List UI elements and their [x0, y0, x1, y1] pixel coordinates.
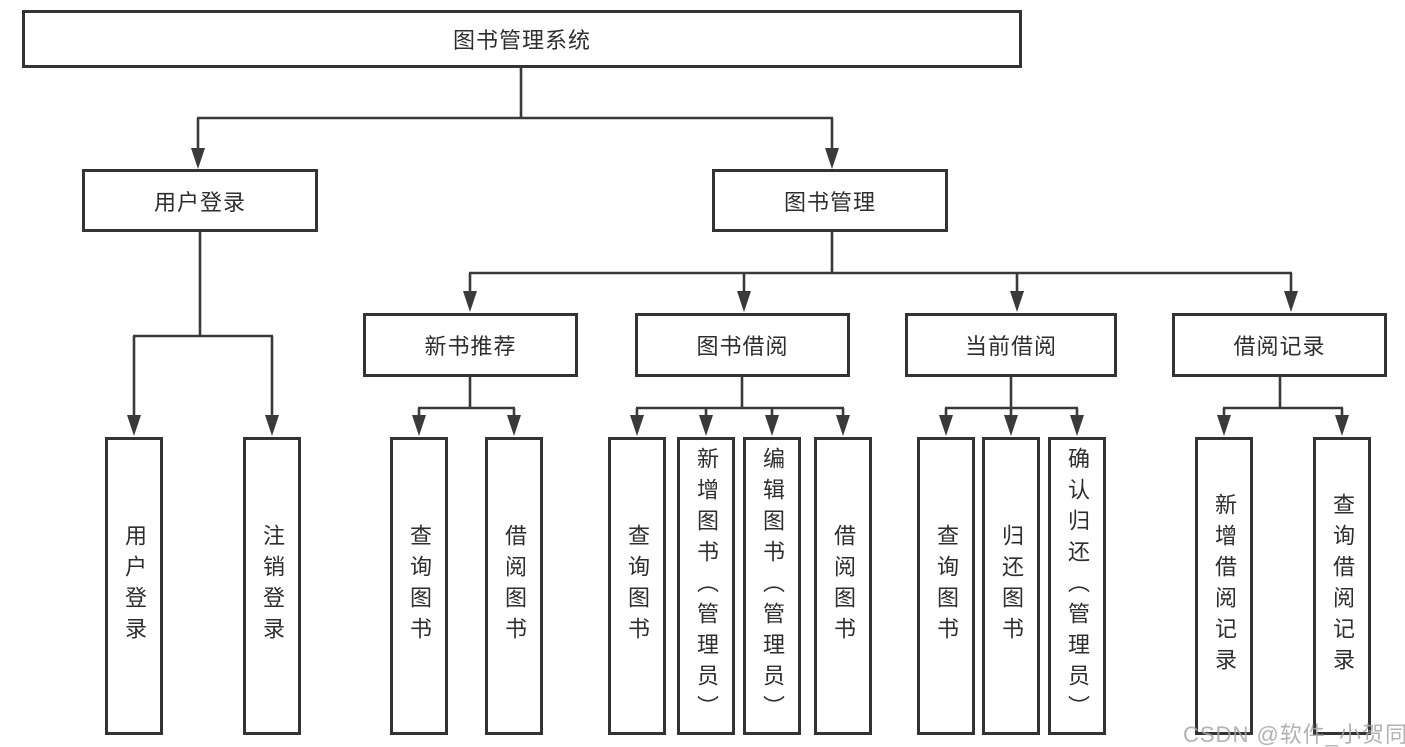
leaf-current-return-books-label: 归还图书: [999, 524, 1024, 648]
leaf-recommend-query-books-label: 查询图书: [407, 524, 432, 648]
leaf-borrowing-add-books-admin: 新增图书（管理员）: [677, 437, 735, 735]
node-user-login: 用户登录: [82, 169, 318, 232]
node-library-system-label: 图书管理系统: [452, 28, 591, 53]
node-user-login-label: 用户登录: [153, 189, 246, 215]
leaf-records-add-record-label: 新增借阅记录: [1212, 493, 1237, 679]
leaf-borrowing-query-books: 查询图书: [608, 437, 666, 735]
leaf-user-login-label: 用户登录: [122, 524, 147, 648]
leaf-borrowing-borrow-books: 借阅图书: [814, 437, 872, 735]
node-borrow-records-label: 借阅记录: [1233, 334, 1326, 359]
leaf-records-query-record-label: 查询借阅记录: [1330, 493, 1355, 679]
leaf-borrowing-edit-books-admin: 编辑图书（管理员）: [743, 437, 801, 735]
leaf-user-login: 用户登录: [105, 437, 163, 735]
leaf-borrowing-borrow-books-label: 借阅图书: [831, 524, 856, 648]
node-library-system: 图书管理系统: [22, 10, 1022, 68]
leaf-borrowing-query-books-label: 查询图书: [625, 524, 650, 648]
leaf-borrowing-edit-books-admin-label: 编辑图书（管理员）: [760, 446, 785, 726]
leaf-records-add-record: 新增借阅记录: [1195, 437, 1253, 735]
leaf-current-return-books: 归还图书: [982, 437, 1040, 735]
node-current-borrowing-label: 当前借阅: [964, 334, 1057, 359]
leaf-recommend-borrow-books: 借阅图书: [485, 437, 543, 735]
node-book-borrowing-label: 图书借阅: [696, 334, 789, 359]
node-borrow-records: 借阅记录: [1172, 313, 1387, 377]
node-current-borrowing: 当前借阅: [905, 313, 1117, 377]
node-book-management: 图书管理: [712, 169, 948, 232]
leaf-logout-login: 注销登录: [243, 437, 301, 735]
leaf-current-query-books-label: 查询图书: [934, 524, 959, 648]
leaf-recommend-borrow-books-label: 借阅图书: [502, 524, 527, 648]
leaf-borrowing-add-books-admin-label: 新增图书（管理员）: [694, 446, 719, 726]
leaf-recommend-query-books: 查询图书: [390, 437, 448, 735]
node-new-book-recommendation: 新书推荐: [363, 313, 578, 377]
leaf-logout-login-label: 注销登录: [260, 524, 285, 648]
node-book-management-label: 图书管理: [783, 189, 876, 215]
leaf-current-confirm-return-admin-label: 确认归还（管理员）: [1065, 446, 1090, 726]
node-book-borrowing: 图书借阅: [635, 313, 850, 377]
csdn-watermark: CSDN @软件_小贺同学: [1183, 722, 1405, 747]
leaf-current-query-books: 查询图书: [917, 437, 975, 735]
leaf-records-query-record: 查询借阅记录: [1313, 437, 1371, 735]
node-new-book-recommendation-label: 新书推荐: [424, 334, 517, 359]
leaf-current-confirm-return-admin: 确认归还（管理员）: [1048, 437, 1106, 735]
